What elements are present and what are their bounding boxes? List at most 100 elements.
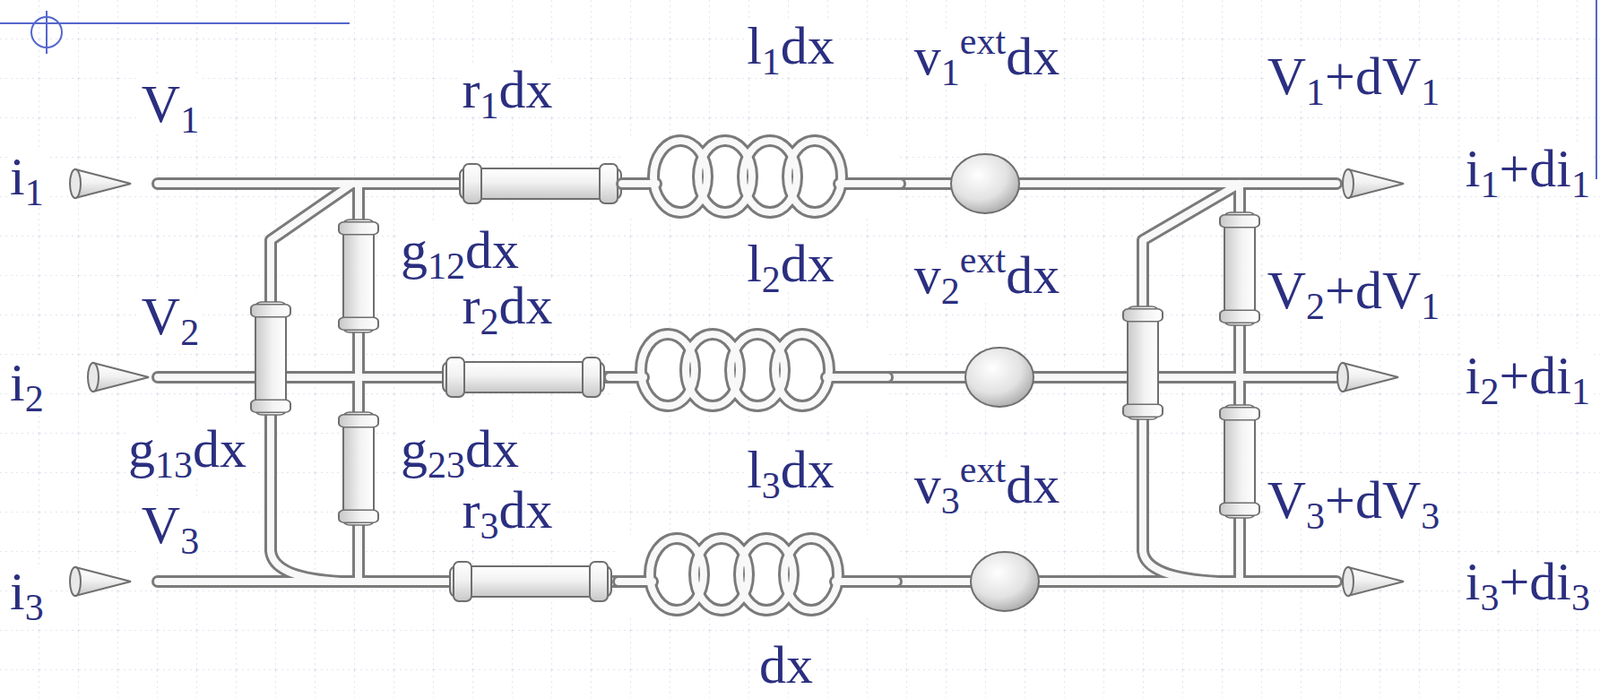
label-part: dx (780, 440, 835, 500)
inductor-symbol (618, 535, 897, 616)
circuit-label: l1dx (743, 18, 838, 73)
subscript: 3 (1571, 577, 1591, 619)
circuit-label: i3 (7, 564, 47, 619)
label-part: dx (1005, 26, 1060, 87)
circuit-label: V1+dV1 (1264, 49, 1444, 104)
superscript: ext (960, 449, 1006, 491)
voltage-source-symbol (951, 154, 1020, 214)
subscript: 3 (479, 505, 499, 547)
resistor-symbol (449, 562, 612, 602)
crosshair-mark (31, 10, 62, 54)
subscript: 2 (180, 311, 199, 354)
current-arrow (69, 567, 131, 597)
circuit-label: r2dx (459, 278, 556, 333)
label-part: V (1267, 46, 1306, 106)
label-part: g (400, 419, 428, 479)
label-part: V (141, 74, 181, 134)
label-part: dx (498, 480, 553, 540)
subscript: 1 (1420, 71, 1440, 113)
wire-outline (157, 183, 1337, 582)
label-part: dx (780, 16, 835, 76)
voltage-source-symbol (970, 552, 1039, 612)
subscript: 1 (1479, 164, 1499, 206)
circuit-label: dx (756, 638, 816, 692)
subscript: 3 (25, 587, 44, 629)
subscript: 3 (941, 480, 960, 522)
superscript: ext (960, 239, 1006, 281)
label-part: V (1267, 260, 1306, 320)
wire-fill (157, 183, 1337, 582)
circuit-label: i1+di1 (1462, 141, 1593, 196)
subscript: 2 (1479, 371, 1499, 413)
label-part: dx (780, 233, 835, 294)
label-part: l (746, 233, 762, 294)
label-part: V (141, 495, 181, 555)
label-part: r (462, 60, 481, 120)
subscript: 1 (761, 41, 781, 83)
subscript: 1 (1420, 285, 1440, 328)
label-part: v (914, 245, 942, 305)
circuit-label: v3extdx (911, 458, 1063, 512)
circuit-label: v1extdx (911, 29, 1063, 84)
circuit-label: r1dx (459, 62, 556, 117)
circuit-label: V2 (138, 289, 202, 344)
label-part: dx (465, 419, 519, 479)
label-part: i (1465, 552, 1481, 612)
circuit-label: g23dx (397, 422, 522, 476)
subscript: 1 (1571, 164, 1591, 206)
subscript: 23 (427, 444, 466, 486)
subscript: 3 (180, 520, 199, 563)
circuit-label: V2+dV1 (1264, 263, 1444, 318)
label-part: l (746, 16, 762, 76)
label-part: r (462, 480, 481, 540)
label-part: r (462, 276, 481, 336)
subscript: 1 (1571, 371, 1591, 413)
resistor-symbol (442, 357, 605, 398)
current-arrow (87, 363, 149, 392)
circuit-label: l2dx (743, 236, 838, 291)
label-part: i (1465, 345, 1481, 406)
superscript: ext (960, 20, 1006, 62)
label-part: +di (1498, 345, 1572, 406)
label-part: g (400, 220, 428, 280)
label-part: dx (498, 60, 553, 120)
subscript: 2 (761, 259, 781, 301)
inductor-symbol (622, 137, 900, 218)
current-arrow (69, 169, 131, 199)
circuit-label: v2extdx (911, 248, 1063, 303)
subscript: 2 (1305, 285, 1325, 328)
header-rule (0, 22, 350, 25)
current-arrow (1342, 169, 1404, 199)
label-part: V (1267, 470, 1306, 530)
resistor-symbol (1219, 405, 1260, 519)
circuit-label: g12dx (397, 223, 522, 277)
label-part: +dV (1324, 470, 1421, 530)
subscript: 13 (155, 444, 193, 486)
resistor-symbol (338, 219, 379, 333)
subscript: 1 (1305, 71, 1325, 113)
label-part: v (914, 26, 942, 87)
circuit-label: i1 (7, 149, 47, 204)
circuit-label: V1 (138, 77, 202, 131)
resistor-symbol (1123, 306, 1163, 420)
circuit-label: V3+dV3 (1264, 473, 1444, 528)
label-part: V (141, 286, 181, 346)
label-part: dx (1005, 455, 1060, 515)
circuit-label: l3dx (743, 442, 838, 497)
label-part: +dV (1324, 46, 1421, 106)
subscript: 3 (761, 465, 781, 507)
circuit-label: i3+di3 (1462, 554, 1593, 609)
label-part: i (9, 147, 26, 207)
label-part: v (914, 455, 942, 515)
resistor-symbol (338, 412, 379, 526)
subscript: 1 (25, 172, 44, 214)
resistor-symbol (459, 164, 622, 204)
label-part: l (746, 440, 762, 500)
voltage-source-symbol (965, 347, 1034, 407)
subscript: 3 (1479, 577, 1499, 619)
subscript: 1 (479, 85, 499, 127)
subscript: 1 (941, 51, 960, 94)
